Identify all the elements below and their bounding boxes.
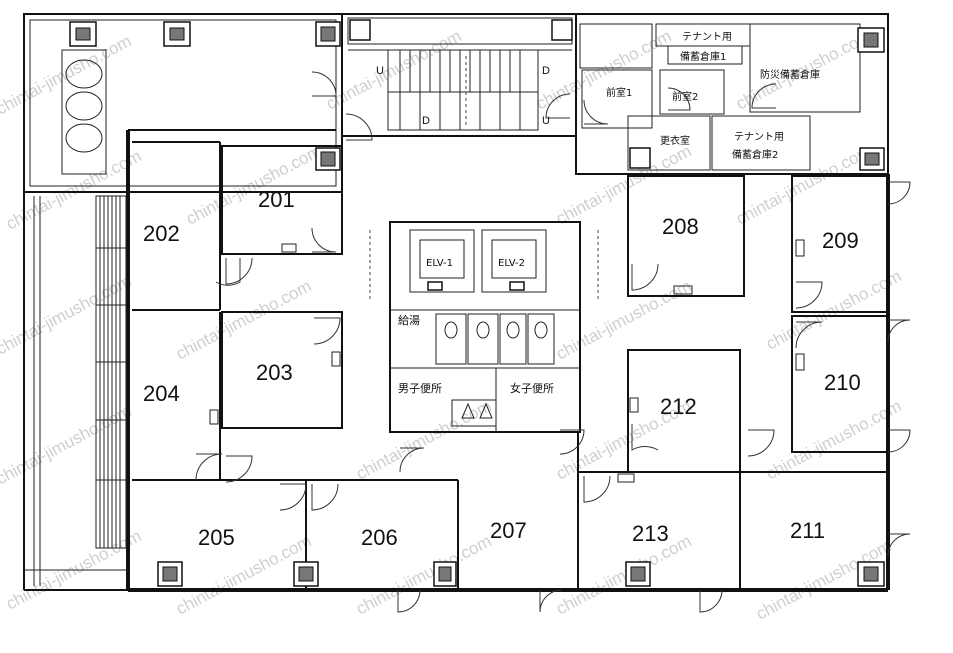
room-202-label: 202 xyxy=(143,221,180,246)
room-209-label: 209 xyxy=(822,228,859,253)
stair-down-label: D xyxy=(422,115,430,127)
east-rooms xyxy=(215,175,911,613)
room-210-label: 210 xyxy=(824,370,861,395)
mens-toilet-label: 男子便所 xyxy=(398,382,442,395)
watermark: chintai-jimusho.com xyxy=(0,271,135,358)
room-212-label: 212 xyxy=(660,394,697,419)
watermark: chintai-jimusho.com xyxy=(353,396,495,483)
stair-up-label: U xyxy=(542,115,550,127)
elevator-1-label: ELV-1 xyxy=(426,258,453,269)
tenant-storage-1-label: テナント用 xyxy=(682,31,732,43)
room-205-label: 205 xyxy=(198,525,235,550)
room-206-label: 206 xyxy=(361,525,398,550)
stairwell: U D D U xyxy=(345,17,573,141)
watermark: chintai-jimusho.com xyxy=(173,276,315,363)
room-213-label: 213 xyxy=(632,521,669,546)
stair-up-label: U xyxy=(376,65,384,77)
room-204-label: 204 xyxy=(143,381,180,406)
service-block: テナント用 備蓄倉庫1 防災備蓄倉庫 前室1 前室2 更衣室 テナント用 備蓄倉… xyxy=(579,23,885,171)
room-207-label: 207 xyxy=(490,518,527,543)
room-211-label: 211 xyxy=(790,518,825,543)
tenant-storage-1-label: 備蓄倉庫1 xyxy=(680,50,726,63)
kitchenette-label: 給湯 xyxy=(398,313,420,327)
stair-down-label: D xyxy=(542,65,550,77)
vestibule-1-label: 前室1 xyxy=(606,86,632,99)
watermark: chintai-jimusho.com xyxy=(323,26,465,113)
core: ELV-1 ELV-2 給湯 男子便所 女子便所 xyxy=(369,221,599,433)
womens-toilet-label: 女子便所 xyxy=(510,381,554,395)
tenant-storage-2-label: 備蓄倉庫2 xyxy=(732,148,778,161)
room-203-label: 203 xyxy=(256,360,293,385)
equipment-area xyxy=(61,21,341,175)
vestibule-2-label: 前室2 xyxy=(672,90,698,103)
room-labels: 201 202 203 204 205 206 207 208 209 210 … xyxy=(143,187,861,550)
west-rooms xyxy=(132,141,459,590)
watermark: chintai-jimusho.com xyxy=(763,396,905,483)
west-louver xyxy=(95,195,127,549)
elevator-2-label: ELV-2 xyxy=(498,258,525,269)
watermark: chintai-jimusho.com xyxy=(763,266,905,353)
watermark: chintai-jimusho.com xyxy=(0,401,135,488)
room-208-label: 208 xyxy=(662,214,699,239)
tenant-storage-2-label: テナント用 xyxy=(734,131,784,143)
watermark: chintai-jimusho.com xyxy=(553,531,695,618)
locker-room-label: 更衣室 xyxy=(660,134,690,147)
watermark: chintai-jimusho.com xyxy=(183,141,325,228)
disaster-storage-label: 防災備蓄倉庫 xyxy=(760,68,820,81)
watermark: chintai-jimusho.com xyxy=(0,31,135,118)
room-201-label: 201 xyxy=(258,187,295,212)
